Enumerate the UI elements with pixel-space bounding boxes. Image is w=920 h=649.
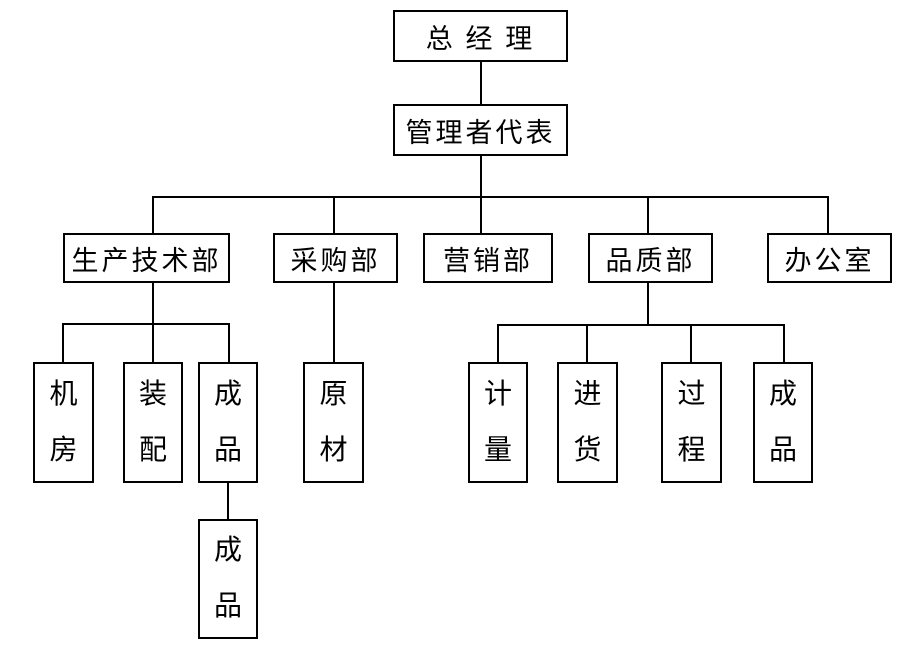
- connector-level2-horizontal: [152, 196, 829, 198]
- connector-stub-machine-room: [62, 323, 64, 362]
- node-general-manager: 总 经 理: [393, 10, 568, 62]
- node-management-representative: 管理者代表: [393, 104, 568, 156]
- node-finished-product-prod: 成品: [198, 362, 258, 483]
- connector-purchasing-to-raw-material: [333, 283, 335, 362]
- node-office: 办公室: [767, 233, 892, 283]
- node-measurement: 计量: [468, 362, 528, 483]
- node-raw-material: 原材: [303, 362, 364, 483]
- connector-stub-quality: [647, 196, 649, 233]
- connector-stub-incoming: [586, 324, 588, 362]
- connector-stub-finished-prod: [228, 323, 230, 362]
- node-production-technology-dept: 生产技术部: [63, 233, 230, 283]
- connector-stub-prod-tech: [152, 196, 154, 233]
- node-purchasing-dept: 采购部: [273, 233, 398, 283]
- connector-stub-marketing: [480, 196, 482, 233]
- node-assembly: 装配: [123, 362, 183, 483]
- connector-quality-horizontal: [497, 324, 785, 326]
- connector-gm-to-rep: [480, 62, 482, 104]
- connector-prod-tech-down: [152, 283, 154, 362]
- node-finished-product-quality: 成品: [753, 362, 813, 483]
- node-quality-dept: 品质部: [588, 233, 713, 283]
- node-marketing-dept: 营销部: [423, 233, 553, 283]
- connector-quality-down: [647, 283, 649, 324]
- node-incoming-goods: 进货: [557, 362, 618, 483]
- connector-finished-prod-to-sub: [227, 483, 229, 519]
- node-machine-room: 机房: [33, 362, 94, 483]
- connector-stub-process: [690, 324, 692, 362]
- connector-stub-finished-quality: [783, 324, 785, 362]
- connector-rep-down: [480, 156, 482, 196]
- connector-stub-measurement: [497, 324, 499, 362]
- connector-prod-horizontal: [62, 323, 230, 325]
- connector-stub-office: [827, 196, 829, 233]
- connector-stub-purchasing: [333, 196, 335, 233]
- node-process: 过程: [661, 362, 722, 483]
- node-finished-product-sub: 成品: [198, 519, 258, 639]
